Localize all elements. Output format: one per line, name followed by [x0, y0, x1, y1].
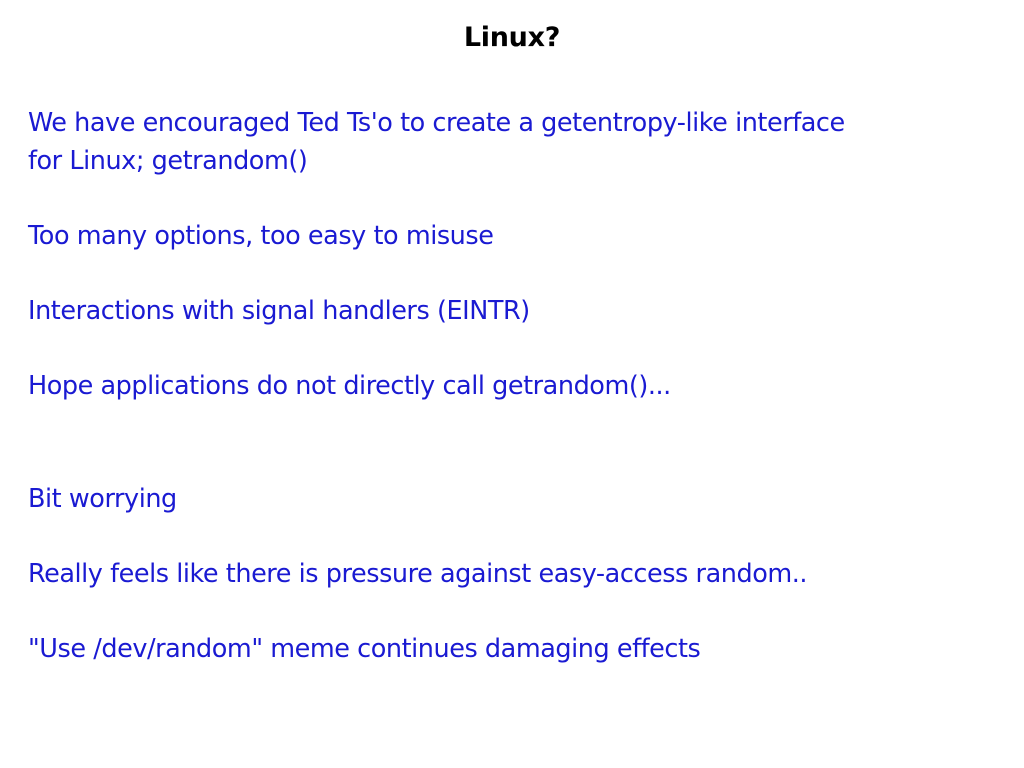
- body-paragraph-2: Too many options, too easy to misuse: [28, 221, 494, 251]
- paragraph-spacer: [28, 330, 996, 367]
- paragraph-spacer: [28, 255, 996, 292]
- paragraph-spacer: [28, 593, 996, 630]
- body-paragraph-4: Hope applications do not directly call g…: [28, 371, 671, 401]
- body-paragraph-5: Bit worrying: [28, 484, 177, 514]
- body-paragraph-3: Interactions with signal handlers (EINTR…: [28, 296, 530, 326]
- slide-title: Linux?: [463, 22, 561, 53]
- paragraph-spacer: [28, 180, 996, 217]
- slide-body: We have encouraged Ted Ts'o to create a …: [28, 104, 996, 668]
- section-spacer: [28, 405, 996, 480]
- paragraph-spacer: [28, 518, 996, 555]
- body-paragraph-1: We have encouraged Ted Ts'o to create a …: [28, 108, 845, 176]
- body-paragraph-6: Really feels like there is pressure agai…: [28, 559, 808, 589]
- body-paragraph-7: "Use /dev/random" meme continues damagin…: [28, 634, 701, 664]
